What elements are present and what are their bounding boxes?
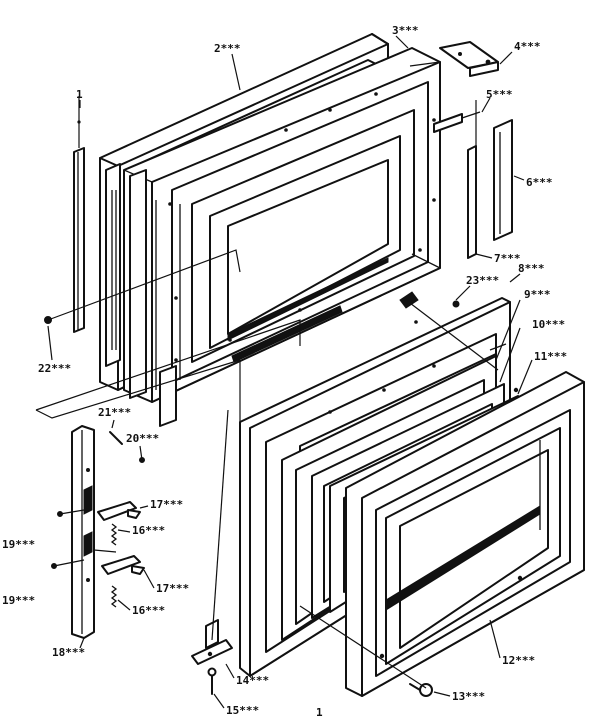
callout-8: 8***: [518, 262, 545, 275]
part-7-vertical-strip: [467, 145, 477, 259]
callout-17a: 17***: [150, 498, 183, 511]
part-14-bottom-bracket: [191, 619, 233, 665]
callout-2: 2***: [214, 42, 241, 55]
part-4-hinge-bracket: [439, 41, 499, 77]
callout-22: 22***: [38, 362, 71, 375]
part-15-screw: [207, 667, 217, 695]
callout-20: 20***: [126, 432, 159, 445]
part-23-screw: [452, 300, 460, 308]
callout-4: 4***: [514, 40, 541, 53]
part-17-latch-bottom: [101, 555, 145, 575]
part-17-latch-top: [97, 501, 141, 521]
callout-16a: 16***: [132, 524, 165, 537]
callout-15: 15***: [226, 704, 259, 717]
callout-11: 11***: [534, 350, 567, 363]
callout-19b: 19***: [2, 594, 35, 607]
callout-1: 1: [76, 88, 83, 101]
callout-6: 6***: [526, 176, 553, 189]
assembly-lines: [35, 61, 499, 689]
callout-12: 12***: [502, 654, 535, 667]
callout-labels: 1 2*** 3*** 4*** 5*** 6*** 7*** 8*** 9**…: [2, 24, 567, 719]
part-13-screw: [409, 683, 433, 697]
part-1-trim-strip: [73, 96, 85, 333]
callout-21: 21***: [98, 406, 131, 419]
callout-19a: 19***: [2, 538, 35, 551]
callout-5: 5***: [486, 88, 513, 101]
part-16-spring-top: [110, 523, 118, 546]
leader-lines: [47, 35, 533, 709]
callout-23: 23***: [466, 274, 499, 287]
part-12-front-frame: [345, 371, 585, 697]
callout-13: 13***: [452, 690, 485, 703]
part-3-inner-frame: [123, 47, 441, 427]
part-5-clip: [433, 111, 481, 133]
page-mark: 1: [316, 706, 323, 719]
callout-16b: 16***: [132, 604, 165, 617]
callout-17b: 17***: [156, 582, 189, 595]
callout-7: 7***: [494, 252, 521, 265]
part-21-screw: [109, 431, 123, 445]
part-6-vertical-trim: [493, 119, 513, 241]
part-18-hinge-plate: [71, 425, 95, 639]
callout-9: 9***: [524, 288, 551, 301]
callout-10: 10***: [532, 318, 565, 331]
part-19-pins: [51, 511, 63, 569]
callout-14: 14***: [236, 674, 269, 687]
part-16-spring-bottom: [110, 585, 118, 608]
callout-18: 18***: [52, 646, 85, 659]
callout-3: 3***: [392, 24, 419, 37]
